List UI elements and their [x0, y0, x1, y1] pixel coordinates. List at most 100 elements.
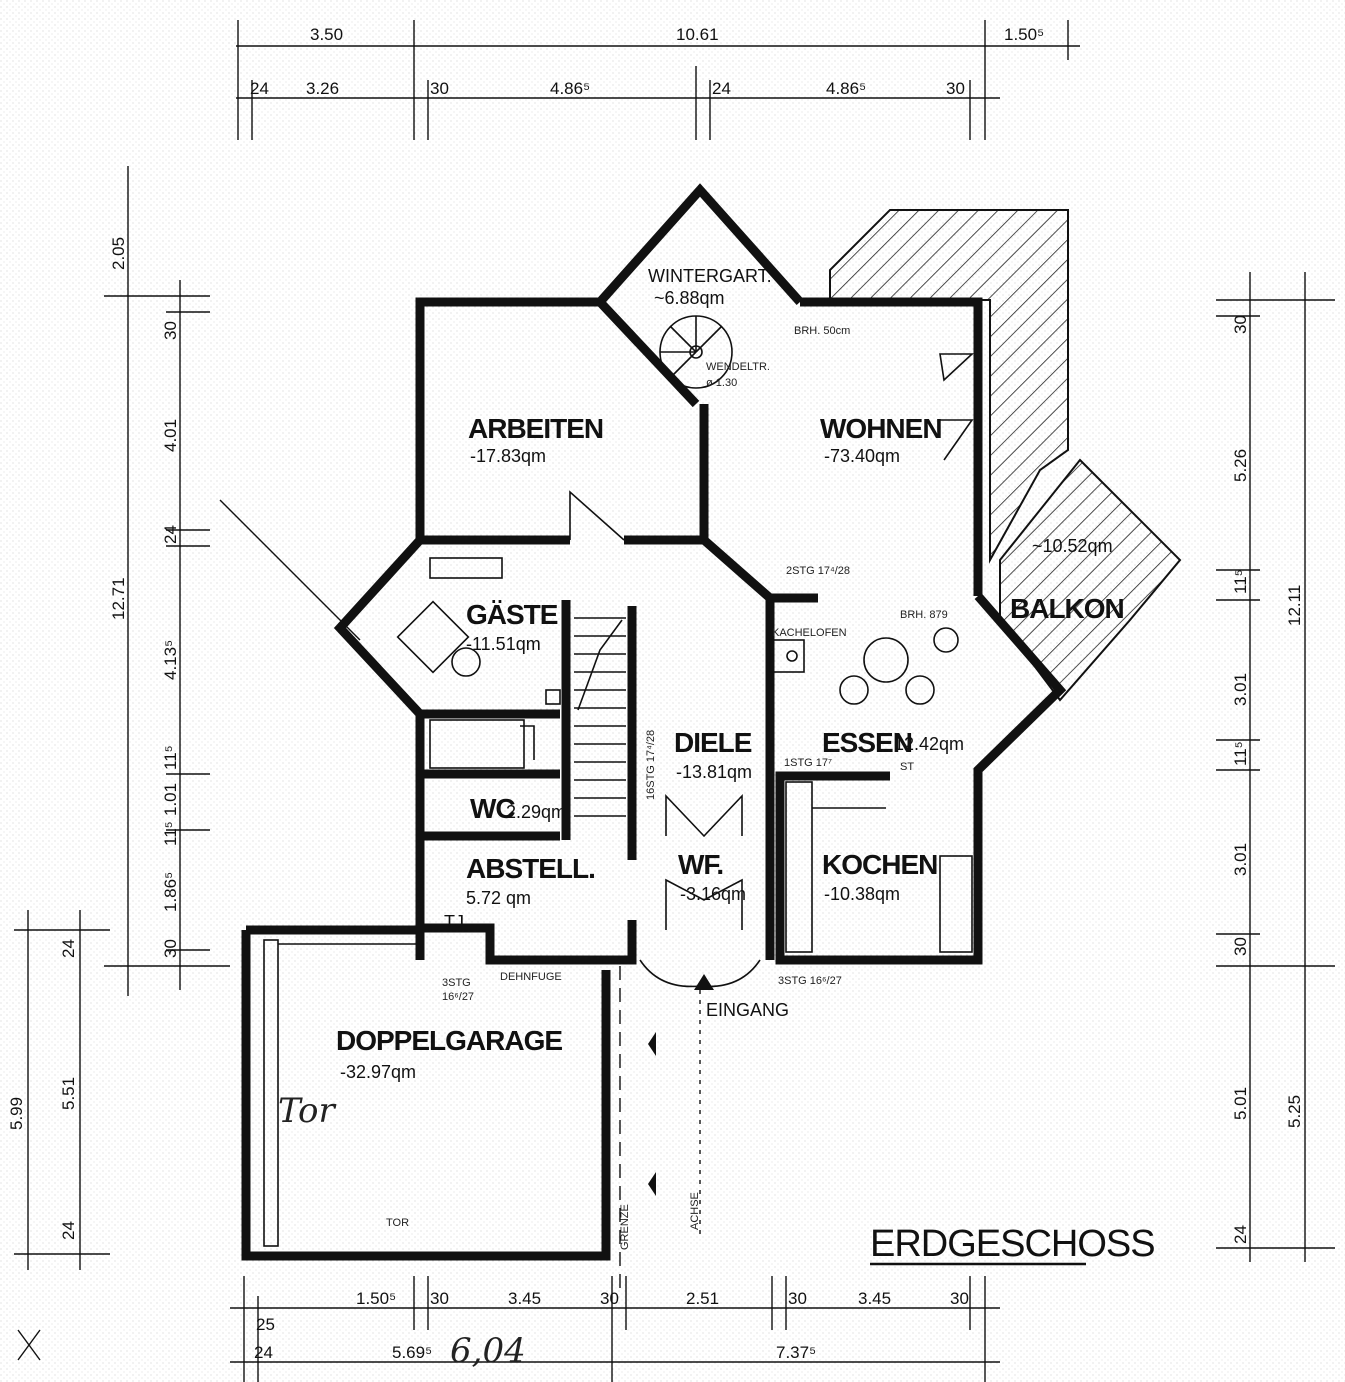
entrance-label: EINGANG [706, 1000, 789, 1020]
dim-ri-6: 3.01 [1231, 843, 1250, 876]
dim-ri-7: 30 [1231, 937, 1250, 956]
dim-bot2-2: 5.69⁵ [392, 1343, 432, 1362]
dim-ri-9: 24 [1231, 1225, 1250, 1244]
room-area-garage: -32.97qm [340, 1062, 416, 1082]
dim-top-r2-4: 4.86⁵ [550, 79, 590, 98]
st-label: ST [900, 761, 914, 773]
dim-bot-7: 3.45 [858, 1289, 891, 1308]
room-name-diele: DIELE [674, 727, 752, 758]
room-area-wintergarten: ~6.88qm [654, 288, 725, 308]
handwritten-604: 6,04 [450, 1331, 526, 1371]
dim-top-r2-3: 30 [430, 79, 449, 98]
dim-li-2: 4.01 [161, 419, 180, 452]
room-name-wf: WF. [678, 849, 723, 880]
room-name-balkon: BALKON [1010, 593, 1124, 624]
gate-note: TOR [386, 1217, 409, 1229]
dim-li-1: 30 [161, 321, 180, 340]
dimension-lines [14, 20, 1335, 1382]
interior-details [17, 315, 975, 1361]
dim-top-r2-1: 24 [250, 79, 269, 98]
dim-bot-1: 1.50⁵ [356, 1289, 396, 1308]
dim-bot2-3: 7.37⁵ [776, 1343, 816, 1362]
room-name-wintergarten: WINTERGART. [648, 266, 772, 286]
room-area-wohnen: -73.40qm [824, 446, 900, 466]
dim-ri-3: 11⁵ [1231, 569, 1250, 594]
dim-top-r2-5: 24 [712, 79, 731, 98]
room-area-wc: 2.29qm [506, 802, 566, 822]
annotations: EINGANG WENDELTR. ø 1.30 BRH. 50cm 2STG … [278, 325, 948, 1371]
step-label-right: 3STG 16⁶/27 [778, 975, 842, 987]
entrance-arrow [694, 974, 714, 990]
dim-ri-4: 3.01 [1231, 673, 1250, 706]
walls [241, 183, 1067, 1261]
room-labels: WINTERGART. ~6.88qm ARBEITEN -17.83qm WO… [336, 266, 1125, 1082]
room-name-wohnen: WOHNEN [820, 413, 942, 444]
dim-li-8: 1.86⁵ [161, 872, 180, 912]
dim-top-1: 3.50 [310, 25, 343, 44]
dim-bot-3: 3.45 [508, 1289, 541, 1308]
tj-label: TJ [444, 912, 464, 932]
room-name-essen: ESSEN [822, 727, 912, 758]
axis-label: ACHSE [689, 1192, 701, 1230]
room-name-abstell: ABSTELL. [466, 853, 595, 884]
sill-label-essen: BRH. 879 [900, 609, 948, 621]
room-area-diele: -13.81qm [676, 762, 752, 782]
dim-left-2: 12.71 [109, 577, 128, 620]
dim-bot-5: 2.51 [686, 1289, 719, 1308]
dim-left-1: 2.05 [109, 237, 128, 270]
balcony-hatch [999, 458, 1182, 702]
room-area-wf: -3.16qm [680, 884, 746, 904]
room-area-abstell: 5.72 qm [466, 888, 531, 908]
dim-top-r2-2: 3.26 [306, 79, 339, 98]
dim-lg-1: 5.99 [7, 1097, 26, 1130]
step-label-essen: 1STG 17⁷ [784, 757, 832, 769]
handwritten-tor: Tor [278, 1091, 337, 1131]
room-name-garage: DOPPELGARAGE [336, 1025, 562, 1056]
room-name-wc: WC [470, 793, 515, 824]
dim-top-r2-7: 30 [946, 79, 965, 98]
dim-lg-3: 24 [59, 939, 78, 958]
dim-li-6: 1.01 [161, 783, 180, 816]
step-label-left: 3STG [442, 977, 471, 989]
dim-ri-1: 30 [1231, 315, 1250, 334]
dim-li-4: 4.13⁵ [161, 640, 180, 680]
dim-ri-5: 11⁵ [1231, 741, 1250, 766]
plan-title: ERDGESCHOSS [870, 1223, 1155, 1265]
dim-bot-small: 25 [256, 1315, 275, 1334]
dim-li-7: 11⁵ [161, 821, 180, 846]
dim-top-2: 10.61 [676, 25, 719, 44]
room-name-gaeste: GÄSTE [466, 599, 558, 630]
spiral-stair-diameter: ø 1.30 [706, 377, 737, 389]
sill-height-label: BRH. 50cm [794, 325, 850, 337]
dim-bot2-1: 24 [254, 1343, 273, 1362]
stove-label: KACHELOFEN [772, 627, 847, 639]
dim-li-5: 11⁵ [161, 745, 180, 770]
dim-lg-2: 5.51 [59, 1077, 78, 1110]
room-name-arbeiten: ARBEITEN [468, 413, 603, 444]
dimension-texts: 3.50 10.61 1.50⁵ 24 3.26 30 4.86⁵ 24 4.8… [7, 25, 1304, 1362]
dim-ri-8: 5.01 [1231, 1087, 1250, 1120]
step-label-left-2: 16⁶/27 [442, 991, 474, 1003]
dim-ri-2: 5.26 [1231, 449, 1250, 482]
room-area-balkon: ~10.52qm [1032, 536, 1113, 556]
room-area-gaeste: -11.51qm [466, 634, 541, 654]
boundary-label: GRENZE [619, 1204, 631, 1250]
stair-run-label: 16STG 17⁴/28 [645, 730, 657, 800]
expansion-joint-label: DEHNFUGE [500, 971, 562, 983]
dim-lg-4: 24 [59, 1221, 78, 1240]
dim-li-3: 24 [161, 525, 180, 544]
room-name-kochen: KOCHEN [822, 849, 937, 880]
dim-li-9: 30 [161, 939, 180, 958]
dim-top-3: 1.50⁵ [1004, 25, 1044, 44]
dim-bot-6: 30 [788, 1289, 807, 1308]
room-area-arbeiten: -17.83qm [470, 446, 546, 466]
room-area-essen: 12.42qm [894, 734, 964, 754]
dim-bot-8: 30 [950, 1289, 969, 1308]
step-label-upper: 2STG 17⁴/28 [786, 565, 850, 577]
dim-top-r2-6: 4.86⁵ [826, 79, 866, 98]
dim-bot-4: 30 [600, 1289, 619, 1308]
spiral-stair-label: WENDELTR. [706, 361, 770, 373]
dim-ro-2: 5.25 [1285, 1095, 1304, 1128]
